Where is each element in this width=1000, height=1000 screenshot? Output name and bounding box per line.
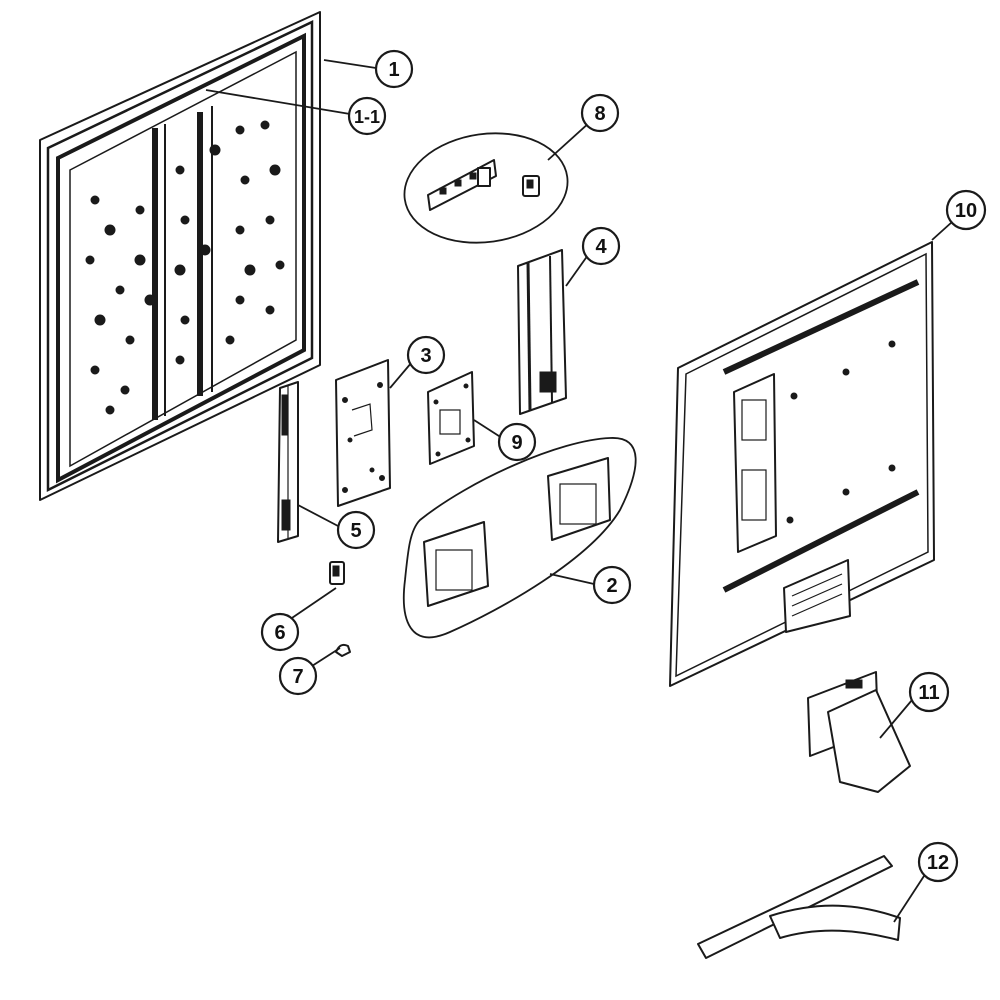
callout-2: 2	[592, 565, 632, 605]
part-stand-neck	[807, 671, 911, 793]
callout-8-label: 8	[594, 103, 605, 125]
callout-4-label: 4	[595, 236, 607, 258]
part-lcd-panel	[39, 11, 321, 501]
part-hook	[335, 643, 351, 657]
part-main-board	[335, 359, 391, 507]
callout-1-label: 1	[388, 59, 399, 81]
callout-5-label: 5	[350, 520, 361, 542]
callout-8: 8	[580, 93, 620, 133]
callout-9: 9	[497, 422, 537, 462]
callout-6-label: 6	[274, 622, 285, 644]
part-sub-board	[427, 371, 475, 465]
callout-5: 5	[336, 510, 376, 550]
callout-11-label: 11	[918, 682, 939, 704]
callout-1: 1	[374, 49, 414, 89]
leader-lines	[205, 59, 953, 923]
callout-9-label: 9	[511, 432, 522, 454]
part-stand-base	[697, 855, 901, 959]
callout-3-label: 3	[420, 345, 431, 367]
callout-10-label: 10	[955, 200, 977, 222]
callout-1-1-label: 1-1	[354, 107, 380, 127]
part-side-bracket	[277, 381, 299, 543]
callout-7: 7	[278, 656, 318, 696]
callout-11: 11	[908, 671, 950, 713]
part-small-clip	[329, 561, 345, 585]
callout-12: 12	[917, 841, 959, 883]
callout-10: 10	[945, 189, 987, 231]
callout-7-label: 7	[292, 666, 303, 688]
callout-6: 6	[260, 612, 300, 652]
callout-12-label: 12	[927, 852, 949, 874]
callout-4: 4	[581, 226, 621, 266]
callout-1-1: 1-1	[347, 96, 387, 136]
callout-2-label: 2	[606, 575, 617, 597]
part-button-group	[403, 132, 569, 244]
callout-3: 3	[406, 335, 446, 375]
part-speaker-group	[402, 437, 637, 639]
part-rear-cover	[669, 241, 935, 687]
part-power-board	[517, 249, 567, 415]
